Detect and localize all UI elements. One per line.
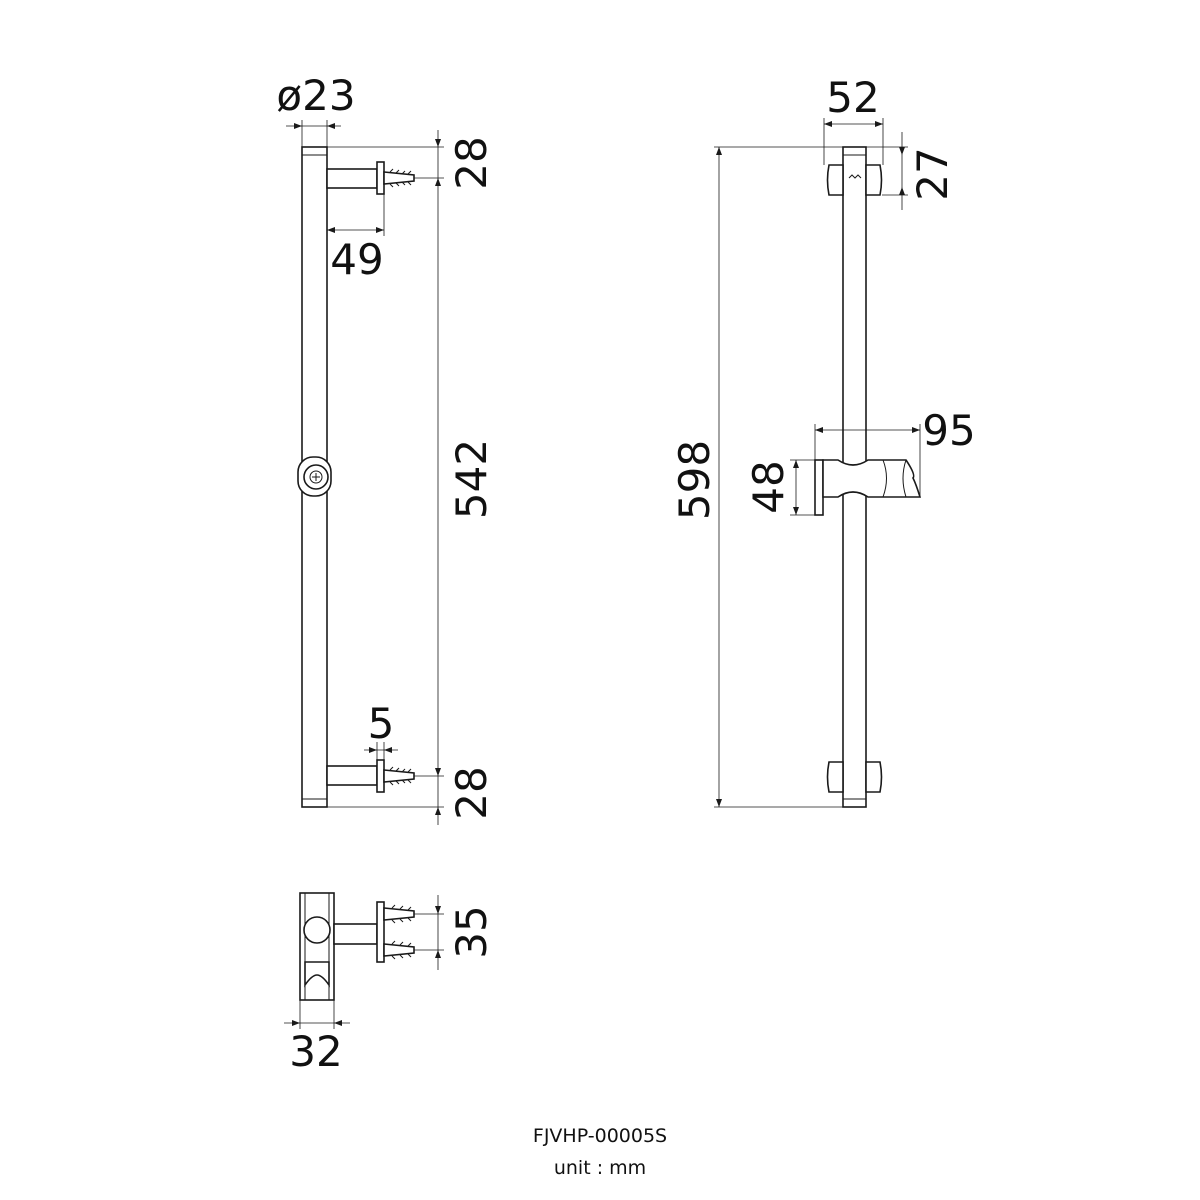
dim-overall-length xyxy=(714,146,843,808)
dim-mount-spacing-label: 542 xyxy=(447,439,496,519)
dim-overall-length-label: 598 xyxy=(670,440,719,520)
dim-holder-width-label: 32 xyxy=(289,1027,342,1076)
front-view: 52 27 598 95 xyxy=(670,73,976,808)
holder-plate xyxy=(376,901,385,963)
dim-holder-width xyxy=(284,1000,350,1029)
dim-overall-width-label: 52 xyxy=(826,73,879,122)
shower-holder xyxy=(814,459,922,516)
top-end-cap xyxy=(826,164,883,196)
dim-diameter xyxy=(286,120,341,147)
dim-end-cap-label: 27 xyxy=(908,147,957,200)
dim-diameter-label: ø23 xyxy=(276,71,355,120)
slider-knob xyxy=(297,456,332,497)
dim-plate-thickness xyxy=(364,742,398,760)
holder-arm xyxy=(333,923,378,945)
dim-bracket-depth xyxy=(326,188,385,236)
dim-plate-thickness-label: 5 xyxy=(368,699,395,748)
dim-bottom-bracket-label: 28 xyxy=(447,766,496,819)
dim-holder-height-label: 48 xyxy=(744,460,793,513)
dim-vertical-chain xyxy=(327,130,444,825)
side-view: ø23 28 542 28 49 xyxy=(276,71,496,825)
bottom-wall-bracket xyxy=(326,759,415,793)
model-number: FJVHP-00005S xyxy=(532,1125,668,1147)
dim-holder-projection-label: 95 xyxy=(922,406,975,455)
dim-holder-projection xyxy=(814,424,921,497)
dim-holder-height xyxy=(790,459,815,516)
dim-overall-width xyxy=(823,118,884,165)
holder-screws xyxy=(383,904,415,960)
bottom-end-cap xyxy=(826,761,883,793)
dim-bracket-depth-label: 49 xyxy=(330,235,383,284)
dim-top-bracket-label: 28 xyxy=(447,136,496,189)
holder-detail-view: 35 32 xyxy=(284,892,496,1076)
top-wall-bracket xyxy=(326,161,415,195)
dim-end-cap xyxy=(866,132,908,210)
dim-screw-spacing xyxy=(414,895,444,970)
unit-label: unit : mm xyxy=(553,1157,647,1179)
dim-screw-spacing-label: 35 xyxy=(447,905,496,958)
